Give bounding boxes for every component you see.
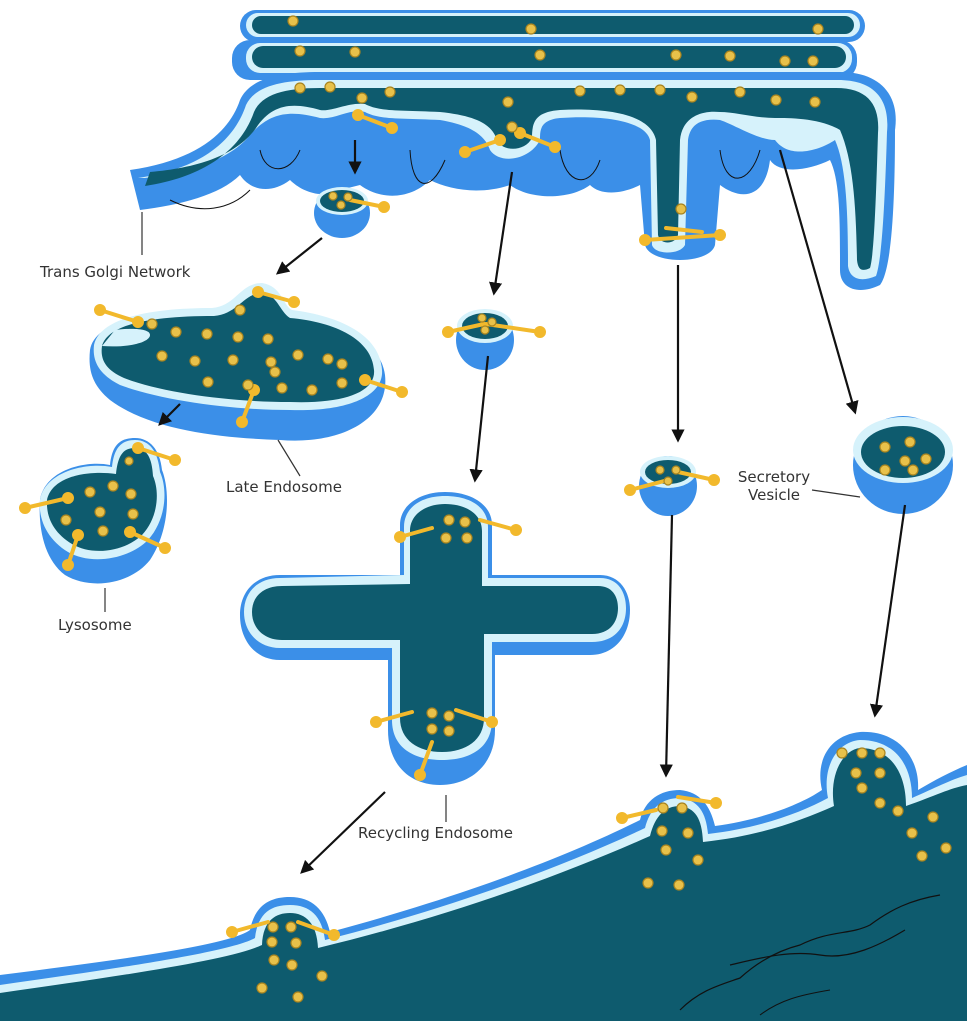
label-secretory-vesicle: Secretory Vesicle [732,468,816,504]
label-trans-golgi-network: Trans Golgi Network [40,263,190,281]
plasma-membrane [0,732,967,1021]
label-recycling-endosome: Recycling Endosome [358,824,513,842]
recycling-endosome [240,492,630,785]
label-late-endosome: Late Endosome [226,478,342,496]
label-lysosome: Lysosome [58,616,132,634]
label-secretory-line1: Secretory [732,468,816,486]
trafficking-arrows [160,140,905,872]
budding-vesicle-left [314,187,370,238]
label-secretory-line2: Vesicle [732,486,816,504]
